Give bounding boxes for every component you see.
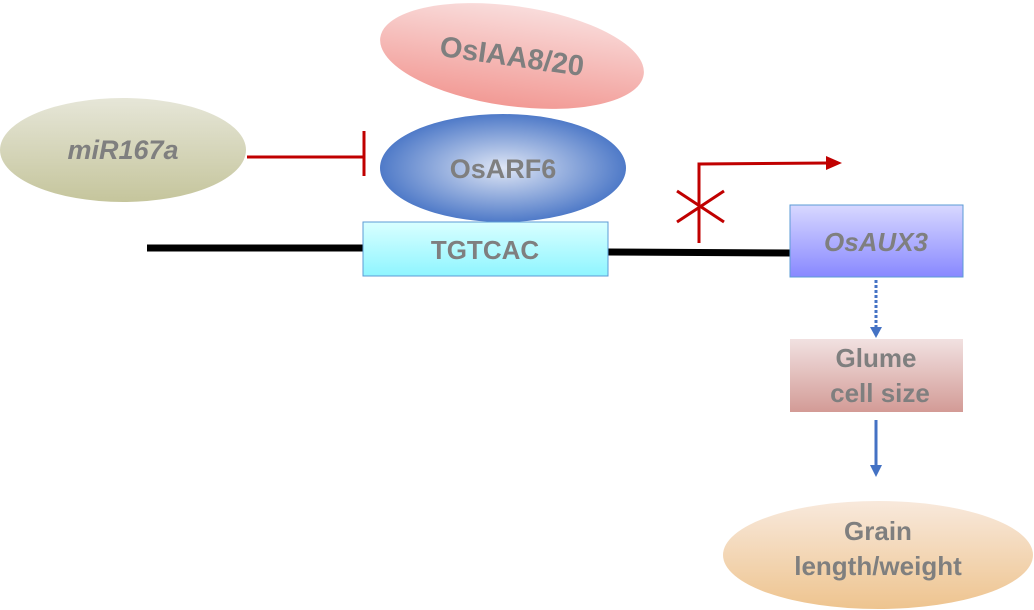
grain-label-line2: length/weight — [794, 551, 962, 581]
node-osarf6: OsARF6 — [380, 114, 626, 222]
glume-label-line2: cell size — [830, 378, 930, 408]
grain-label-line1: Grain — [844, 516, 912, 546]
tss-arrowhead-icon — [826, 156, 842, 170]
dna-strand-right — [606, 248, 793, 257]
dotted-arrowhead-icon — [870, 327, 882, 338]
promoter-label: TGTCAC — [431, 235, 540, 265]
grain-ellipse — [723, 501, 1033, 609]
node-mir167a: miR167a — [0, 98, 246, 202]
inhibition-edge — [247, 131, 366, 176]
blocked-transcription-arrow — [676, 156, 842, 243]
mir167a-ellipse — [0, 98, 246, 202]
node-osaux3: OsAUX3 — [789, 204, 964, 278]
tss-arrow-line — [697, 161, 829, 243]
osaux3-box — [789, 204, 964, 278]
node-glume-cell-size: Glume cell size — [790, 339, 963, 412]
arrow-glume-to-grain — [870, 420, 882, 477]
osarf6-label: OsARF6 — [450, 154, 557, 184]
osiaa-ellipse — [380, 3, 644, 109]
node-grain-length-weight: Grain length/weight — [723, 501, 1033, 609]
osaux3-label: OsAUX3 — [824, 227, 929, 257]
glume-box — [790, 339, 963, 412]
block-x-icon-stroke2 — [676, 189, 725, 224]
solid-arrowhead-icon — [870, 465, 882, 477]
dotted-arrow-osaux3-to-glume — [870, 280, 882, 338]
node-osiaa8-20: OsIAA8/20 — [380, 3, 644, 109]
osarf6-ellipse — [380, 114, 626, 222]
node-promoter-tgtcac: TGTCAC — [362, 221, 609, 277]
mir167a-label: miR167a — [67, 135, 178, 165]
promoter-box — [362, 221, 609, 277]
glume-label-line1: Glume — [836, 343, 917, 373]
